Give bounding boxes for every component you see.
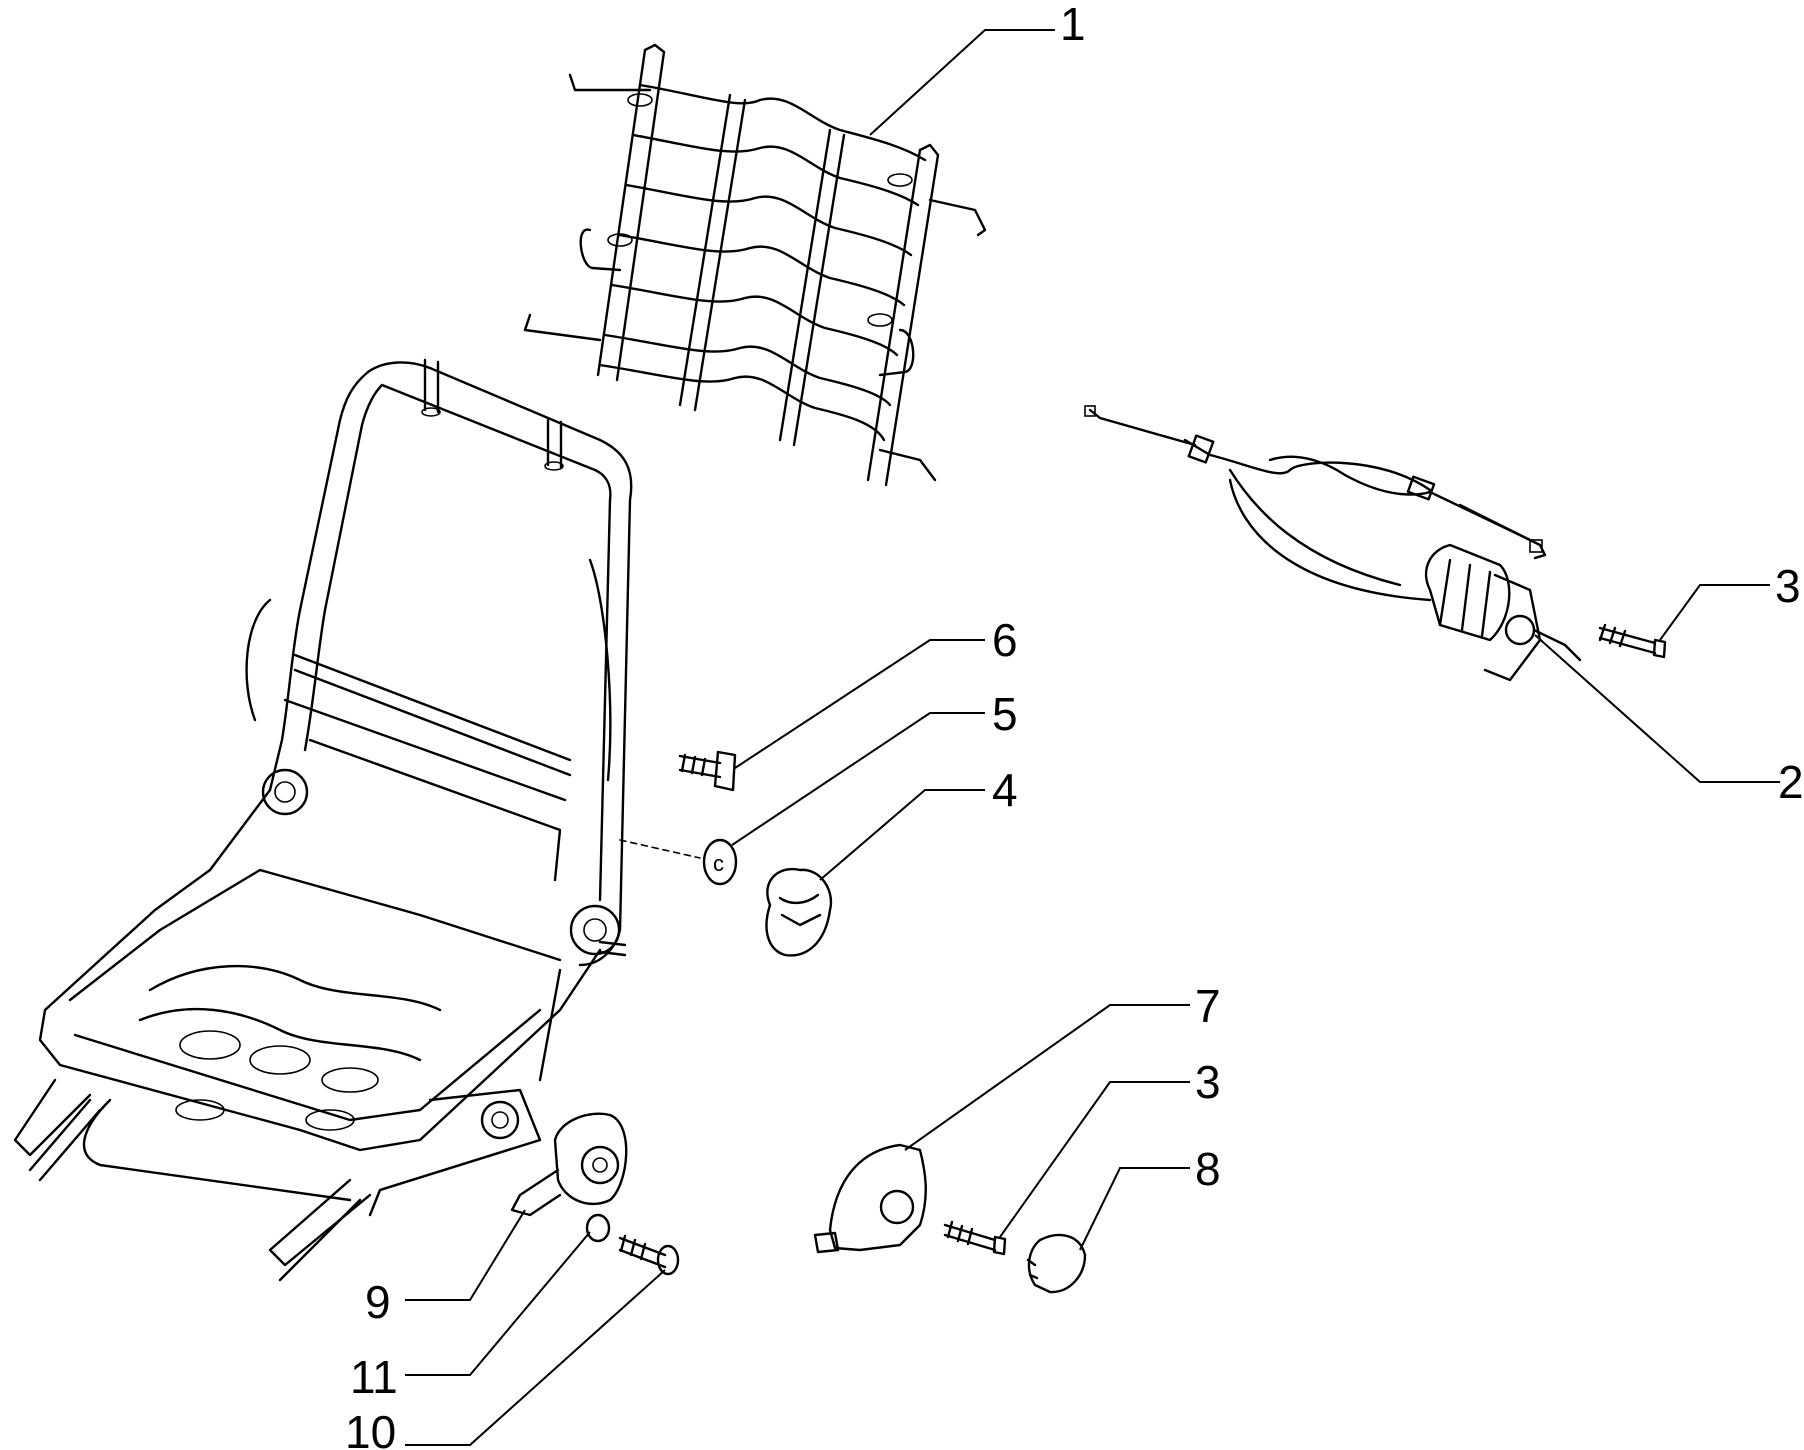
part-10-bolt — [618, 1234, 680, 1276]
part-9-recliner — [510, 1112, 628, 1217]
callout-9: 9 — [365, 1276, 391, 1328]
part-1-spring-mat — [523, 43, 987, 487]
leader-4 — [819, 789, 985, 881]
leader-8 — [1079, 1167, 1190, 1251]
leader-9 — [405, 1209, 526, 1301]
callout-3-lower: 3 — [1195, 1056, 1221, 1108]
callout-8: 8 — [1195, 1143, 1221, 1195]
part-5-washer: c — [619, 838, 738, 886]
leader-2 — [1534, 634, 1780, 783]
leader-10 — [405, 1269, 666, 1446]
callout-4: 4 — [992, 764, 1018, 816]
part-7-bracket — [813, 1143, 927, 1254]
callout-numbers: 1 2 3 3 4 5 6 7 8 9 10 11 — [345, 0, 1804, 1450]
part-8-cap — [1026, 1233, 1087, 1294]
part-6-bolt — [678, 750, 737, 792]
leader-1 — [869, 29, 1055, 136]
part-4-knob — [765, 867, 833, 957]
leader-11 — [405, 1231, 591, 1376]
washer-mark: c — [713, 851, 724, 876]
callout-11: 11 — [350, 1351, 398, 1403]
leader-5 — [731, 712, 985, 846]
part-3-screw-lower — [943, 1220, 1007, 1256]
part-3-screw-upper — [1598, 623, 1667, 659]
part-11-washer — [585, 1213, 611, 1243]
leader-3-lower — [999, 1081, 1190, 1238]
callout-10: 10 — [345, 1406, 396, 1450]
callout-3-upper: 3 — [1775, 560, 1801, 612]
callout-5: 5 — [992, 688, 1018, 740]
callout-2: 2 — [1778, 756, 1804, 808]
leader-lines — [405, 29, 1780, 1446]
leader-7 — [904, 1004, 1190, 1151]
part-2-cable-motor — [1084, 405, 1582, 682]
callout-7: 7 — [1195, 980, 1221, 1032]
leader-3-upper — [1659, 584, 1770, 641]
seat-frame — [13, 358, 633, 1282]
leader-6 — [734, 639, 985, 769]
callout-6: 6 — [992, 614, 1018, 666]
callout-1: 1 — [1060, 0, 1086, 50]
